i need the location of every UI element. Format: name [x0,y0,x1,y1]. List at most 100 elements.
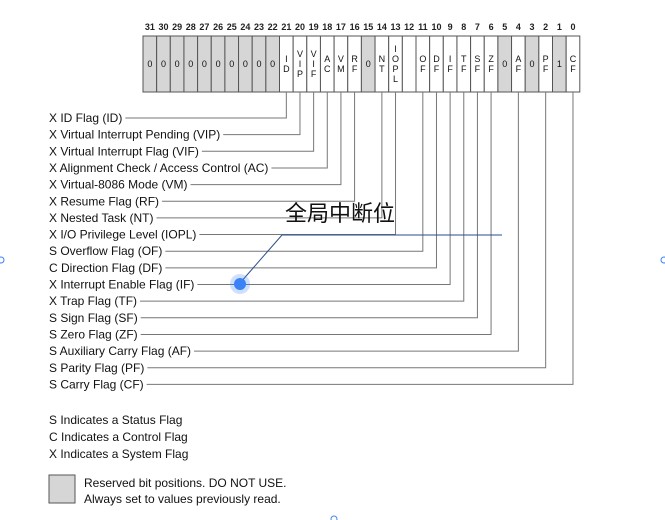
flag-label: X Nested Task (NT) [49,211,153,225]
bit-number: 21 [281,22,291,32]
leader-line [223,92,301,136]
flag-label: S Carry Flag (CF) [49,377,144,391]
leader-line [146,92,574,385]
legend-status: S Indicates a Status Flag [49,413,182,427]
cell-text: 0 [147,59,152,69]
bit-number: 28 [186,22,196,32]
reserved-note-line-1: Reserved bit positions. DO NOT USE. [84,476,287,490]
cell-text: 0 [175,59,180,69]
leader-line [140,92,492,335]
bit-number: 16 [350,22,360,32]
cell-text: 0 [229,59,234,69]
flag-label: X Resume Flag (RF) [49,194,159,208]
bit-number: 6 [489,22,494,32]
flag-label: S Parity Flag (PF) [49,361,144,375]
flag-label: S Zero Flag (ZF) [49,327,138,341]
flag-label: X Alignment Check / Access Control (AC) [49,161,268,175]
flag-label: C Direction Flag (DF) [49,261,162,275]
reserved-swatch [48,474,76,504]
cell-text: 0 [257,59,262,69]
leader-line [162,92,356,202]
selection-handles [0,256,665,520]
bit-number: 27 [199,22,209,32]
leader-line [165,92,437,269]
bit-number: 4 [516,22,521,32]
leader-line [201,92,315,152]
bit-number: 15 [363,22,373,32]
bit-number: 7 [475,22,480,32]
bit-number: 14 [377,22,387,32]
annotation-anchor-dot[interactable] [234,278,246,290]
handle-right[interactable] [660,256,665,264]
leader-line [156,92,383,219]
flag-label: S Overflow Flag (OF) [49,244,162,258]
cell-text: 0 [243,59,248,69]
reserved-note: Reserved bit positions. DO NOT USE. Alwa… [48,474,287,506]
bit-number: 10 [431,22,441,32]
bit-number: 31 [145,22,155,32]
cell-text: 0 [202,59,207,69]
bit-number: 5 [502,22,507,32]
cell-text: 0 [188,59,193,69]
annotation-callout[interactable]: 全局中断位 [230,202,502,294]
bit-number: 17 [336,22,346,32]
bit-number: 19 [309,22,319,32]
leader-line [140,92,465,302]
legend-system: X Indicates a System Flag [49,447,188,461]
bit-number: 22 [268,22,278,32]
leader-line [165,92,424,252]
leader-line [140,92,478,319]
bit-number: 24 [240,22,250,32]
leader-line [194,92,519,352]
handle-bottom[interactable] [330,515,338,520]
annotation-text: 全局中断位 [285,202,395,227]
bit-number: 12 [404,22,414,32]
reserved-note-line-2: Always set to values previously read. [84,492,281,506]
cell-text: 0 [161,59,166,69]
flag-label: S Sign Flag (SF) [49,311,138,325]
flag-label: X Trap Flag (TF) [49,294,137,308]
bit-number: 8 [461,22,466,32]
register-cell [401,35,417,93]
bit-number: 23 [254,22,264,32]
flag-label-list: X ID Flag (ID)X Virtual Interrupt Pendin… [49,111,268,391]
bit-number: 0 [570,22,575,32]
flag-label: X I/O Privilege Level (IOPL) [49,228,196,242]
bit-number: 1 [557,22,562,32]
bit-number: 9 [448,22,453,32]
flag-label: X Virtual Interrupt Pending (VIP) [49,128,220,142]
flag-label: X Virtual Interrupt Flag (VIF) [49,144,199,158]
flag-label: X Interrupt Enable Flag (IF) [49,278,194,292]
handle-left[interactable] [0,256,5,264]
bit-number: 26 [213,22,223,32]
bit-number: 18 [322,22,332,32]
leader-line [125,92,287,119]
bit-number: 29 [172,22,182,32]
bit-number: 30 [158,22,168,32]
legend-control: C Indicates a Control Flag [49,430,188,444]
leader-line [190,92,342,186]
leader-line [271,92,328,169]
cell-text: 0 [530,59,535,69]
cell-text: 1 [557,59,562,69]
leader-line [197,92,451,285]
bit-number: 2 [543,22,548,32]
bit-number: 11 [418,22,428,32]
